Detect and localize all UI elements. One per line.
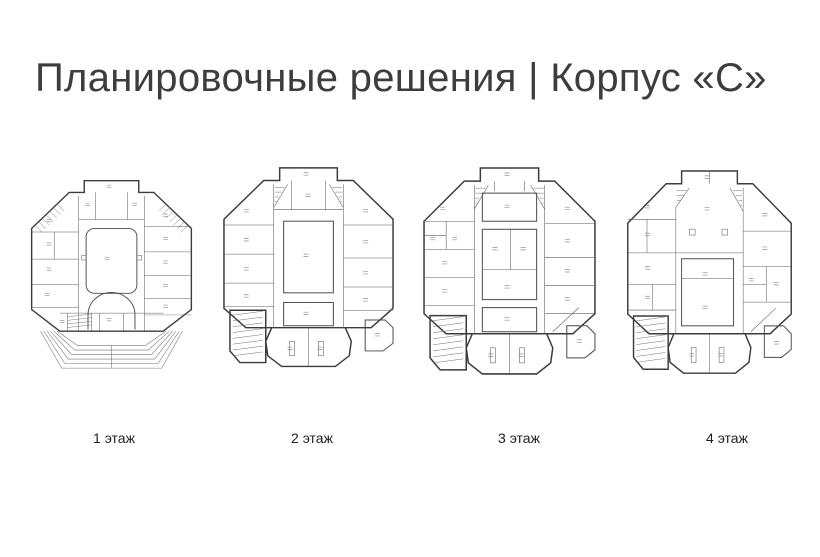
floor-plan-label-4: 4 этаж — [706, 430, 748, 446]
floor-plan-figure-3 — [418, 165, 601, 388]
floor-plan-figure-1 — [26, 178, 197, 378]
floor-plan-2-drawing — [223, 167, 394, 368]
floor-plan-1-drawing — [30, 180, 193, 369]
slide-title: Планировочные решения | Корпус «С» — [35, 56, 767, 100]
floor-plan-label-3: 3 этаж — [498, 430, 540, 446]
floor-plan-label-2: 2 этаж — [291, 430, 333, 446]
floor-plan-figure-4 — [622, 168, 797, 387]
floor-plan-3-drawing — [423, 167, 596, 375]
floor-plan-4-drawing — [627, 170, 792, 374]
floor-plan-label-1: 1 этаж — [93, 430, 135, 446]
floor-plan-figure-2 — [218, 165, 399, 380]
